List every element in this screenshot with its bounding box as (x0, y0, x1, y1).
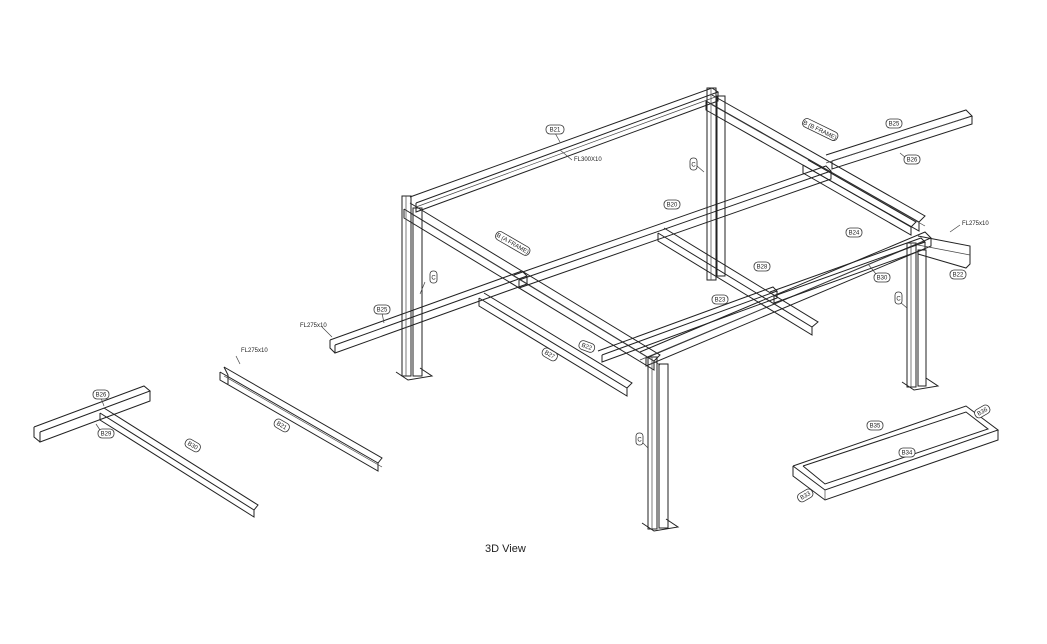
label-fl-top: FL300X10 (559, 149, 602, 163)
beam-b22-right (917, 235, 971, 269)
tag-b21-top: B21 (545, 124, 565, 143)
tag-column-1: C (419, 270, 438, 295)
tag-b20: B20 (663, 199, 681, 210)
tag-label: C (637, 438, 642, 444)
tag-a-frame: B (A FRAME) (495, 231, 531, 256)
tag-label: B (A FRAME) (495, 233, 529, 256)
label-fl-right: FL275x10 (949, 221, 989, 233)
tag-b26-left: B26 (92, 389, 110, 407)
tag-label: B25 (889, 122, 900, 128)
tag-label: B27 (543, 350, 556, 361)
beam-b21-top (409, 87, 720, 213)
view-caption: 3D View (485, 543, 526, 555)
column-right (901, 242, 940, 391)
tag-label: B24 (849, 231, 860, 237)
tag-label: B23 (715, 298, 726, 304)
flange-label: FL275x10 (962, 221, 989, 227)
tag-label: B21 (275, 421, 288, 432)
beam-b25-left (329, 270, 528, 354)
tag-label: B25 (377, 308, 388, 314)
tag-label: B21 (550, 128, 561, 134)
column-back-left (395, 195, 434, 381)
tag-column-3: C (894, 291, 908, 309)
column-back-right (706, 87, 726, 281)
beam-a-frame (403, 202, 661, 371)
tag-column-2: C (689, 157, 705, 173)
flange-label: FL275x10 (241, 348, 268, 354)
tag-b22-mid: B22 (578, 340, 596, 353)
tag-label: B22 (953, 273, 964, 279)
part-frame-bottom-right (792, 405, 1000, 501)
tag-label: C (431, 276, 436, 282)
tag-b21-left: B21 (273, 418, 290, 433)
tag-b34: B34 (898, 447, 916, 458)
tag-label: B33 (800, 491, 813, 502)
tag-b23: B23 (711, 294, 729, 305)
tag-label: B34 (902, 451, 913, 457)
label-fl-free: FL275x10 (235, 348, 268, 365)
tag-b28: B28 (753, 261, 771, 272)
tag-label: B36 (977, 407, 990, 418)
beam-b20 (513, 165, 832, 289)
tag-label: C (691, 163, 696, 169)
tag-label: B26 (96, 393, 107, 399)
beam-cantilever-right (825, 109, 973, 170)
tag-b30: B30 (867, 263, 891, 283)
tag-b30-left: B30 (184, 438, 201, 453)
tag-label: B30 (186, 441, 199, 452)
tag-label: B28 (757, 265, 768, 271)
tag-b27: B27 (541, 347, 558, 362)
beam-b23 (597, 286, 778, 363)
tag-label: B29 (101, 432, 112, 438)
flange-label: FL300X10 (574, 157, 602, 163)
tag-column-4: C (635, 432, 649, 449)
main-frame (329, 87, 973, 532)
tag-label: B20 (667, 203, 678, 209)
beam-right-back (705, 94, 926, 232)
tag-b33: B33 (797, 488, 814, 503)
beam-b-frame (802, 159, 917, 236)
tag-b25-left: B25 (373, 304, 391, 324)
tag-b36: B36 (974, 404, 991, 419)
beam-b28 (657, 227, 819, 336)
tag-b29-left: B29 (95, 423, 115, 439)
tag-label: C (896, 297, 901, 303)
tag-b26-right-bot: B26 (899, 152, 921, 165)
tag-b-frame: B (B FRAME) (802, 118, 839, 142)
tag-label: B22 (580, 343, 593, 353)
tag-label: B35 (870, 424, 881, 430)
tag-label: B30 (877, 276, 888, 282)
tag-b24: B24 (845, 227, 863, 238)
tag-b22-right: B22 (949, 269, 967, 280)
flange-label: FL275x10 (300, 323, 327, 329)
beam-b27 (478, 292, 633, 397)
tag-b25-right-top: B25 (885, 118, 903, 129)
part-beam-b21-loose (219, 366, 383, 472)
tag-label: B26 (907, 158, 918, 164)
part-t-beam-left (33, 385, 259, 518)
label-fl-left: FL275x10 (300, 323, 333, 338)
column-front (641, 356, 680, 532)
tag-b35: B35 (866, 420, 884, 431)
